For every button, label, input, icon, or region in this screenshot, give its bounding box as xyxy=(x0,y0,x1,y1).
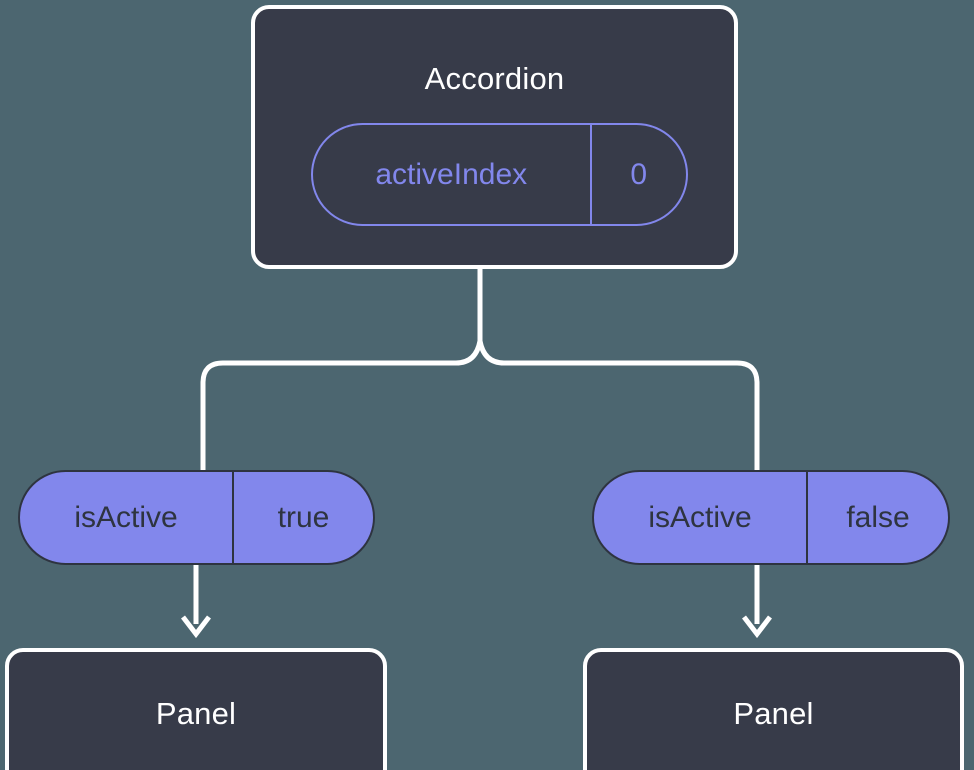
panel-left-title: Panel xyxy=(155,696,237,731)
prop-pill-is-active-true-key: isActive xyxy=(20,472,234,563)
connector-arrow-right-head xyxy=(742,615,772,639)
panel-component-node-right[interactable]: Panel xyxy=(583,648,964,770)
state-pill-active-index[interactable]: activeIndex 0 xyxy=(311,123,688,226)
state-pill-active-index-value: 0 xyxy=(630,157,648,191)
prop-pill-is-active-true[interactable]: isActive true xyxy=(18,470,375,565)
prop-pill-is-active-true-value: true xyxy=(277,500,330,534)
panel-right-title: Panel xyxy=(733,696,814,731)
accordion-title: Accordion xyxy=(424,61,565,96)
connector-branch-bus xyxy=(200,338,760,470)
prop-pill-is-active-false-key: isActive xyxy=(594,472,808,563)
connector-arrow-left-head xyxy=(181,615,211,639)
prop-pill-is-active-false-value: false xyxy=(846,500,910,534)
prop-pill-is-active-false[interactable]: isActive false xyxy=(592,470,950,565)
panel-component-node-left[interactable]: Panel xyxy=(5,648,387,770)
accordion-component-node[interactable]: Accordion activeIndex 0 xyxy=(251,5,738,269)
state-pill-active-index-key: activeIndex xyxy=(313,125,592,224)
